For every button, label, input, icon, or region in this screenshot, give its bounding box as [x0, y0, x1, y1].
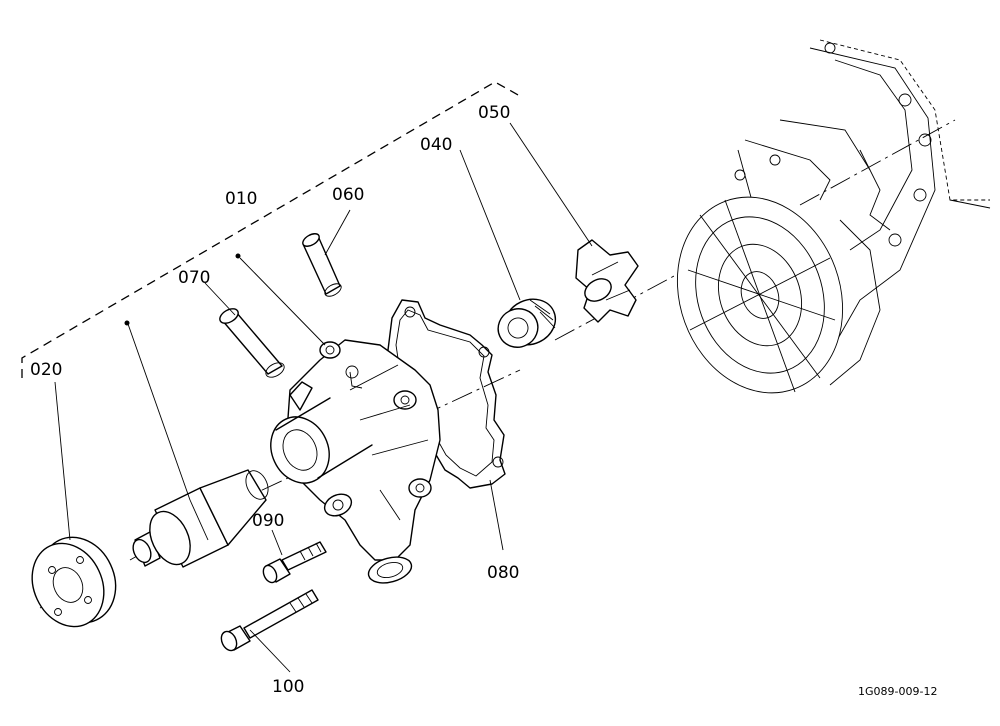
label-020: 020	[30, 360, 62, 380]
timing-cover	[676, 196, 881, 394]
pipe-070	[219, 308, 285, 378]
label-010: 010	[225, 189, 257, 209]
label-100: 100	[272, 677, 304, 697]
label-060: 060	[332, 185, 364, 205]
label-080: 080	[487, 563, 519, 583]
bearing-shaft	[132, 469, 269, 568]
label-040: 040	[420, 135, 452, 155]
pipe-060	[302, 233, 342, 297]
seal-040	[497, 298, 557, 348]
leader-lines	[54, 122, 593, 673]
label-090: 090	[252, 511, 284, 531]
assembly-bracket	[21, 81, 521, 378]
label-050: 050	[478, 103, 510, 123]
label-070: 070	[178, 268, 210, 288]
pump-body	[270, 339, 441, 584]
bolt-090	[262, 541, 327, 584]
part-labels: 010 020 040 050 060 070 080 090 100 1G08…	[30, 103, 937, 698]
drawing-code: 1G089-009-12	[858, 685, 937, 698]
bolt-100	[220, 589, 319, 652]
impeller-050	[575, 239, 639, 323]
flange-020	[31, 536, 117, 628]
